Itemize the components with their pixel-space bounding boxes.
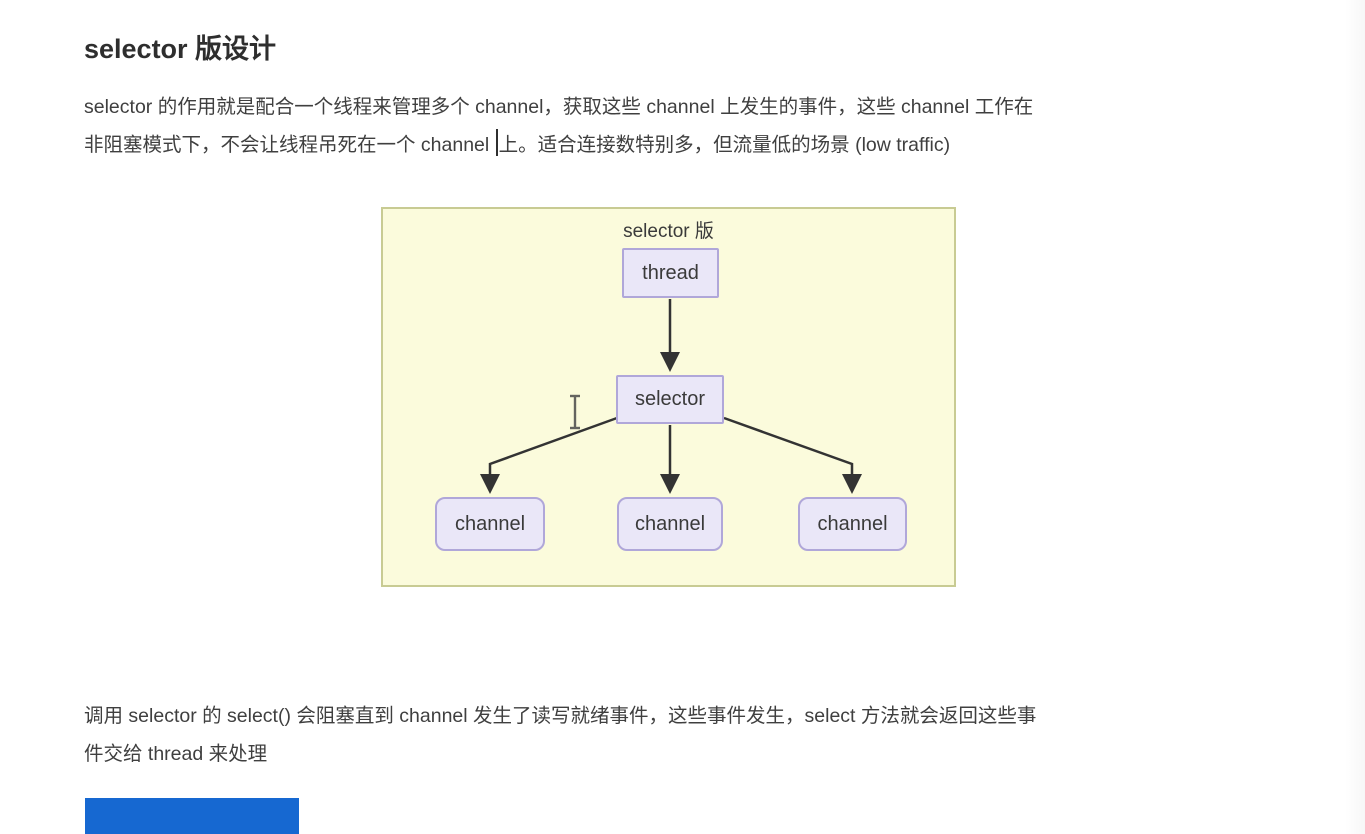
node-channel-label: channel [634,512,706,535]
node-selector: selector [616,375,724,424]
paragraph-line[interactable]: 调用 selector 的 select() 会阻塞直到 channel 发生了… [84,705,1037,727]
paragraph-line[interactable]: selector 的作用就是配合一个线程来管理多个 channel，获取这些 c… [84,96,1034,118]
paragraph-text-before-caret: 非阻塞模式下，不会让线程吊死在一个 channel [84,134,495,156]
arrow-selector-to-channel-1 [480,416,618,494]
ibeam-mouse-cursor-icon [570,394,580,430]
arrow-selector-to-channel-3 [723,416,862,494]
blue-highlight-bar [85,798,299,834]
node-channel-1: channel [435,497,545,551]
paragraph-line[interactable]: 件交给 thread 来处理 [84,743,268,765]
node-channel-label: channel [454,512,526,535]
paragraph-selector-intro[interactable]: selector 的作用就是配合一个线程来管理多个 channel，获取这些 c… [84,88,1033,164]
paragraph-select-behavior[interactable]: 调用 selector 的 select() 会阻塞直到 channel 发生了… [84,697,1036,773]
node-selector-label: selector [634,388,706,410]
node-channel-2: channel [617,497,723,551]
node-channel-label: channel [817,512,888,535]
screen-edge-shade [1345,0,1365,834]
page-title: selector 版设计 [84,34,277,64]
node-thread-label: thread [642,261,699,284]
node-thread: thread [622,248,719,298]
diagram-title: selector 版 [623,221,714,242]
node-channel-3: channel [798,497,907,551]
paragraph-line[interactable]: 非阻塞模式下，不会让线程吊死在一个 channel 上。适合连接数特别多，但流量… [84,126,1033,164]
selector-diagram: selector 版 thread selector channel chann… [381,207,956,587]
text-caret [495,129,498,156]
paragraph-text-after-caret: 上。适合连接数特别多，但流量低的场景 (low traffic) [498,134,951,156]
